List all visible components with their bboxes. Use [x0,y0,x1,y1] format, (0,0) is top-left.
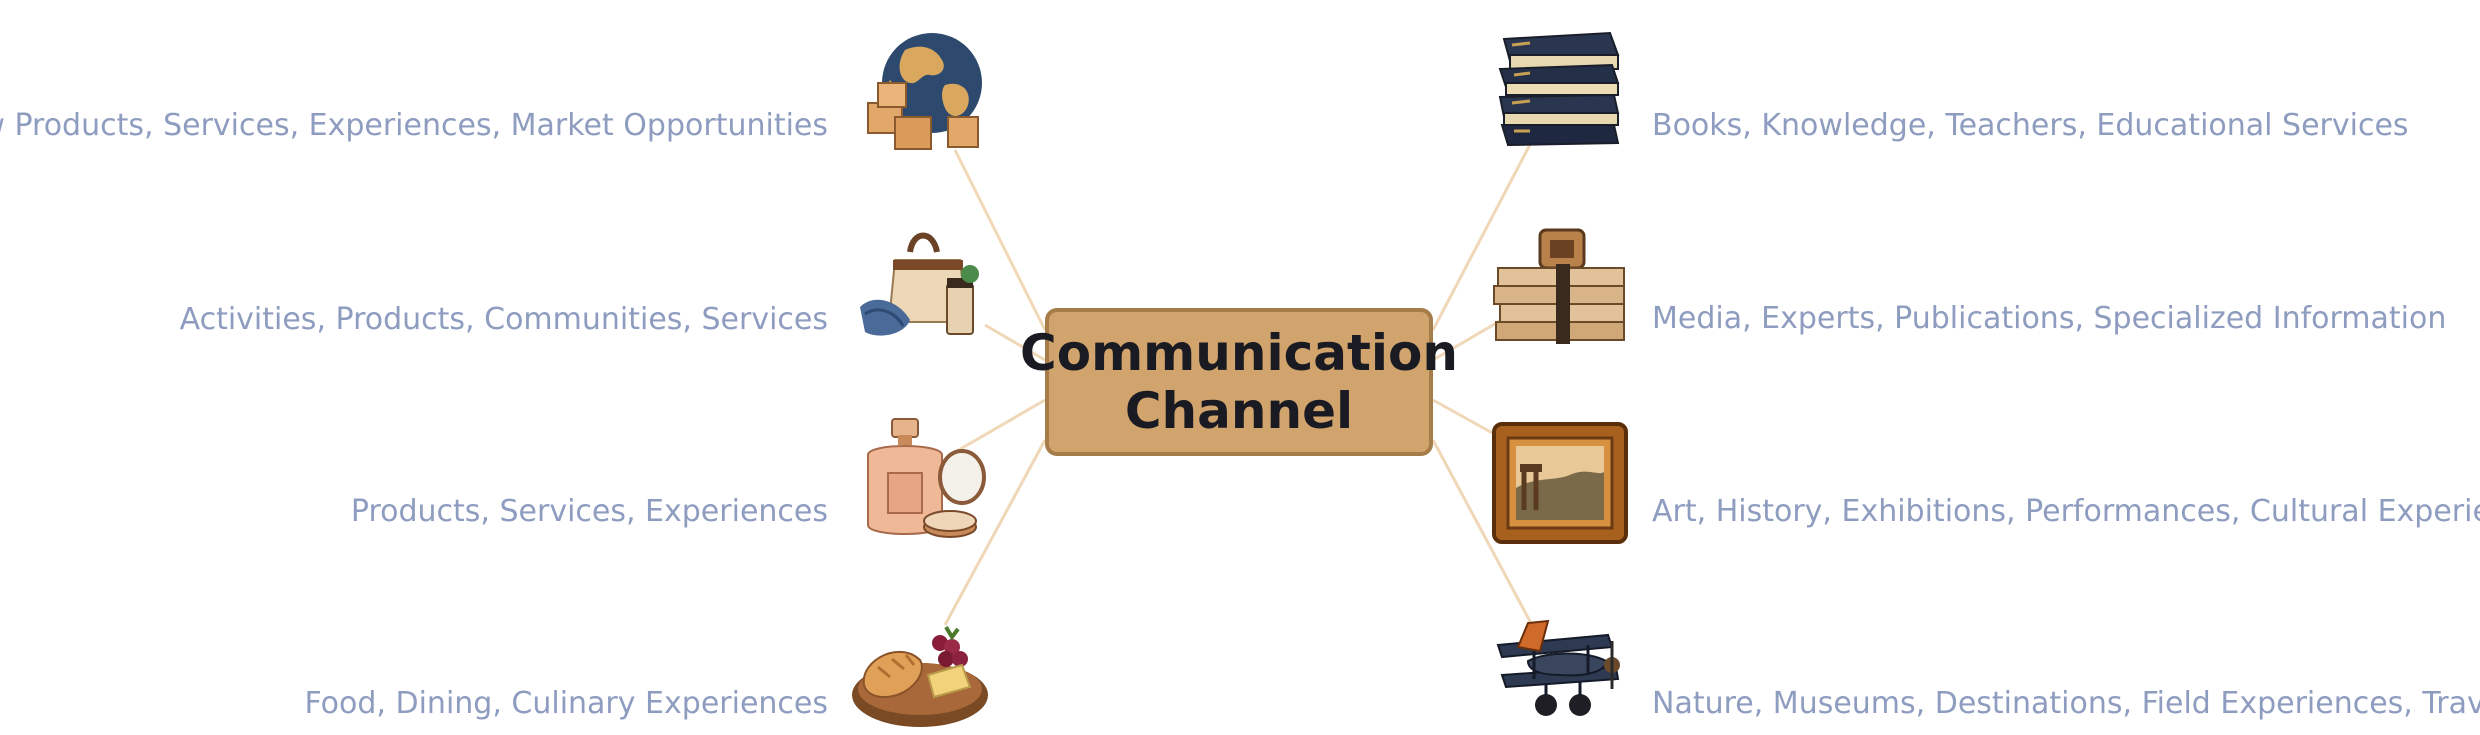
leaf-label-right-2: Media, Experts, Publications, Specialize… [1652,301,2447,336]
connector-left-1 [953,149,1047,331]
leaf-label-left-4: Food, Dining, Culinary Experiences [304,686,828,721]
center-node[interactable]: Communication Channel [1020,308,1458,456]
leaf-label-right-4: Nature, Museums, Destinations, Field Exp… [1652,686,2480,721]
leaf-label-right-1: Books, Knowledge, Teachers, Educational … [1652,108,2409,143]
food-platter-icon [850,605,990,735]
connector-left-3 [949,398,1046,457]
leaf-label-left-1: New Products, Services, Experiences, Mar… [0,108,828,143]
connector-left-2 [984,323,1046,362]
book-stack-icon [1490,25,1630,155]
globe-with-boxes-icon [850,25,990,155]
center-label: Communication Channel [1020,324,1458,440]
connector-left-4 [943,439,1047,626]
newspaper-stack-icon [1490,220,1630,350]
connector-right-4 [1431,439,1542,641]
connector-right-2 [1432,316,1506,362]
perfume-bottle-icon [850,415,990,545]
leaf-label-right-3: Art, History, Exhibitions, Performances,… [1652,494,2480,529]
connector-right-1 [1431,134,1537,331]
shopping-bag-icon [855,222,995,352]
framed-painting-icon [1490,418,1630,548]
leaf-label-left-3: Products, Services, Experiences [350,494,828,529]
leaf-label-left-2: Activities, Products, Communities, Servi… [179,302,828,337]
biplane-icon [1488,605,1628,735]
